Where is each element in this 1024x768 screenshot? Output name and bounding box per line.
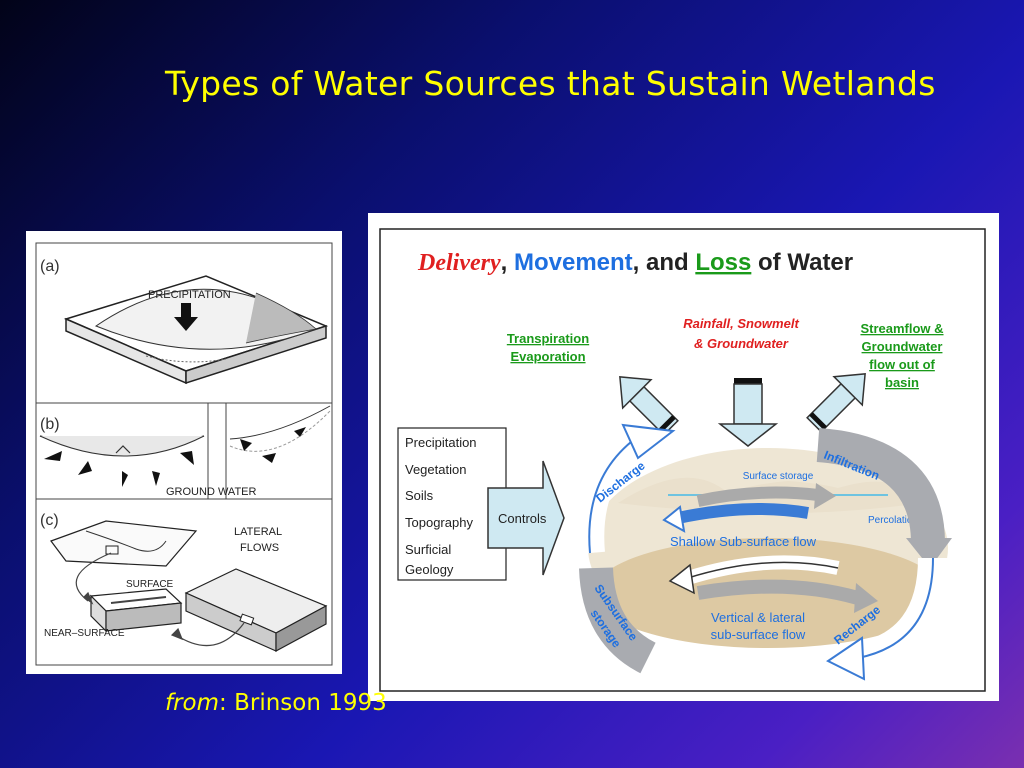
percolation-label: Percolation [868,515,918,526]
label-a: (a) [40,258,60,275]
slide-title: Types of Water Sources that Sustain Wetl… [165,64,936,103]
control-item: Vegetation [405,462,466,477]
control-item: Surficial [405,542,451,557]
controls-list: Precipitation Vegetation Soils Topograph… [405,435,477,577]
surface-block [89,588,183,633]
caption-from: from [165,690,220,716]
lateral-label-2: FLOWS [240,542,279,554]
control-item: Topography [405,515,473,530]
streamflow-arrow [806,373,866,433]
water-budget-figure: Delivery, Movement, and Loss of Water Tr… [368,213,999,701]
panel-a-block [63,275,329,385]
precipitation-label: PRECIPITATION [148,289,231,301]
rainfall-label: Rainfall, Snowmelt [683,316,799,331]
source-caption: from: Brinson 1993 [165,690,387,716]
water-heading: Delivery, Movement, and Loss of Water [417,249,853,276]
streamflow-label-2: Groundwater [862,339,943,354]
evaporation-label: Evaporation [510,349,585,364]
lateral-flow-arrows [75,552,245,647]
brinson-figure-svg: (a) PRECIPITATION (b) [35,242,333,666]
groundwater-arrows [44,427,306,487]
brinson-figure: (a) PRECIPITATION (b) [26,231,342,674]
slope-block [184,568,328,653]
caption-source: : Brinson 1993 [219,690,387,716]
control-item: Soils [405,488,434,503]
transpiration-arrow [619,376,679,436]
controls-label: Controls [498,511,547,526]
vertical-flow-label-1: Vertical & lateral [711,610,805,625]
panel-b-basin [39,405,331,457]
controls-arrow: Controls [487,460,565,576]
rainfall-arrow [717,378,779,447]
precipitation-arrow [174,303,198,331]
streamflow-label-3: flow out of [869,357,935,372]
streamflow-label-1: Streamflow & [860,321,943,336]
control-item: Geology [405,562,454,577]
surface-storage-label: Surface storage [743,471,814,482]
groundwater-input-label: & Groundwater [694,336,789,351]
shallow-flow-label: Shallow Sub-surface flow [670,534,817,549]
shallow-flow-arrows [662,483,836,533]
lateral-label-1: LATERAL [234,526,282,538]
label-b: (b) [40,416,60,433]
label-c: (c) [40,512,59,529]
near-surface-label: NEAR–SURFACE [44,628,125,639]
control-item: Precipitation [405,435,477,450]
panel-c-landscape [50,520,198,567]
streamflow-label-4: basin [885,375,919,390]
transpiration-label: Transpiration [507,331,589,346]
water-budget-svg: Delivery, Movement, and Loss of Water Tr… [379,228,986,692]
ground-water-label: GROUND WATER [166,486,256,498]
surface-label: SURFACE [126,579,174,590]
deep-flow-arrows [668,555,878,613]
vertical-flow-label-2: sub-surface flow [711,627,806,642]
